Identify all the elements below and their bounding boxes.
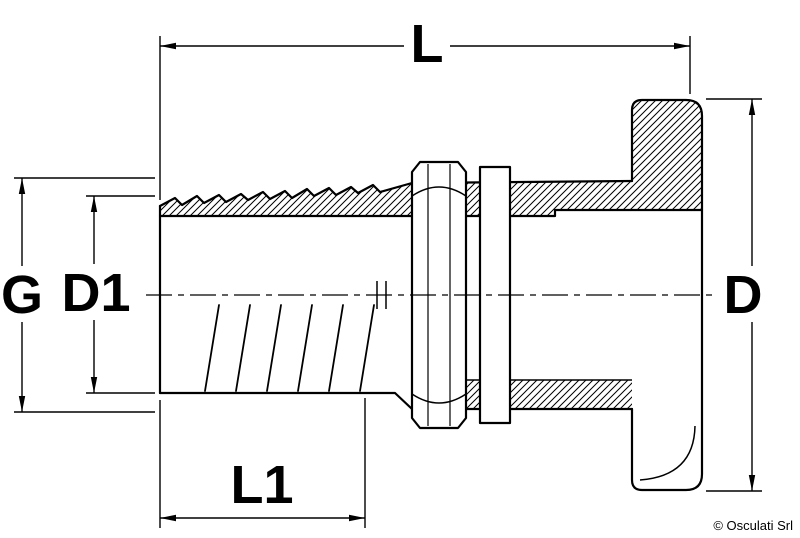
dim-D1-extension-lines [86,195,155,394]
dim-label-G: G [1,265,43,325]
hose-barb-profile [158,179,634,208]
barb-ridge-lines [204,304,375,392]
dim-D1-label-bg [57,264,135,320]
dim-D1-arrow-bottom [90,377,98,393]
dim-G-label-bg [1,266,43,322]
dimension-L1: L1 [159,398,366,528]
dim-L1-arrow-right [349,514,365,522]
dim-label-L: L [411,14,444,74]
dim-label-L1: L1 [230,455,293,515]
dim-L-arrow-left [160,42,176,50]
dim-label-D: D [724,265,763,325]
dimension-G: G [1,177,155,413]
dimension-D: D [706,98,769,492]
dim-G-extension-lines [14,177,155,413]
dimension-L: L [159,14,691,200]
fitting-cross-section [158,98,704,492]
dim-D-label-bg [717,266,769,322]
dim-G-arrow-bottom [18,396,26,412]
dim-label-D1: D1 [61,263,130,323]
dim-D-arrow-bottom [748,475,756,491]
flange-edge-arc [639,425,696,481]
flange-head-outline [630,98,704,492]
bore-inner-line [158,208,704,218]
hatch-top-wall [160,181,632,216]
dim-L1-extension-lines [159,398,366,528]
copyright-text: © Osculati Srl [713,518,793,533]
dim-L-label-bg [404,16,450,70]
dim-D-arrow-top [748,99,756,115]
hatch-flange-head [632,100,702,210]
dim-G-arrow-top [18,178,26,194]
dim-D1-arrow-top [90,196,98,212]
hex-nut-body [410,160,468,430]
dimension-D1: D1 [57,195,155,394]
bottom-outline [158,391,634,411]
dim-L1-arrow-left [160,514,176,522]
hex-nut-chamfer-arcs [411,186,467,404]
hex-nut [410,160,468,430]
dim-L-arrow-right [674,42,690,50]
